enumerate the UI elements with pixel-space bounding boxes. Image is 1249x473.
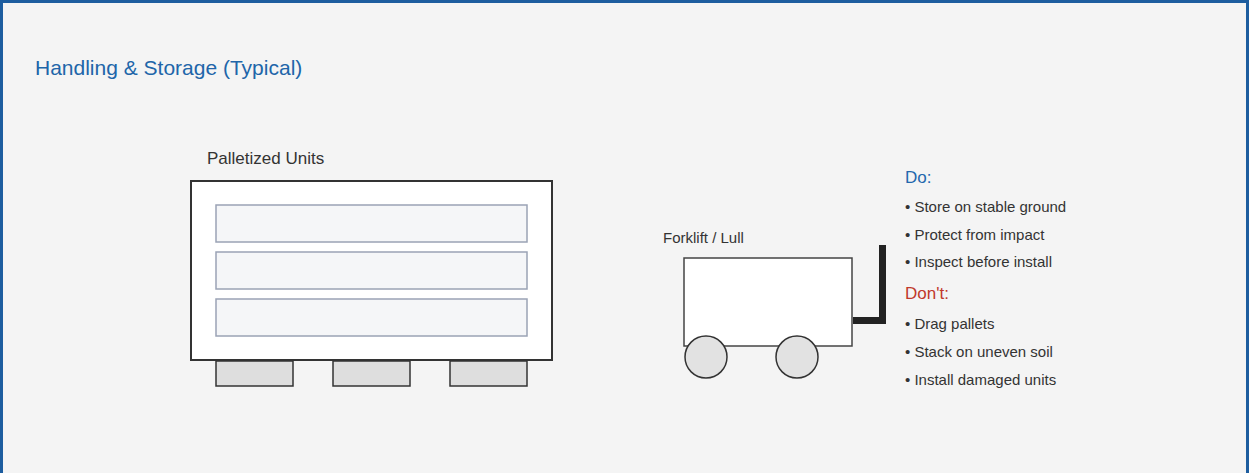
list-item: • Inspect before install bbox=[905, 253, 1052, 271]
forklift-box: Forklift / Lull bbox=[683, 257, 853, 347]
unit-bar bbox=[216, 252, 527, 289]
pallet-foot bbox=[450, 361, 527, 386]
node-heading: Palletized Units bbox=[207, 149, 324, 169]
list-item: • Stack on uneven soil bbox=[905, 343, 1053, 361]
list-item: • Store on stable ground bbox=[905, 198, 1066, 216]
forklift-body bbox=[684, 258, 852, 346]
list-heading: Do: bbox=[905, 168, 931, 188]
forklift-wheel bbox=[685, 336, 727, 378]
list-item: • Drag pallets bbox=[905, 315, 994, 333]
list-item: • Install damaged units bbox=[905, 371, 1056, 389]
unit-bar bbox=[216, 205, 527, 242]
forklift-wheel bbox=[776, 336, 818, 378]
list-heading: Don't: bbox=[905, 284, 949, 304]
pallet-box: Palletized Units bbox=[190, 180, 553, 361]
list-item: • Protect from impact bbox=[905, 226, 1044, 244]
pallet-outline bbox=[191, 181, 552, 360]
diagram-title: Handling & Storage (Typical) bbox=[35, 55, 302, 80]
unit-bar bbox=[216, 299, 527, 336]
pallet-foot bbox=[333, 361, 410, 386]
pallet-foot bbox=[216, 361, 293, 386]
node-heading: Forklift / Lull bbox=[663, 229, 744, 247]
fork-mast bbox=[879, 245, 886, 324]
